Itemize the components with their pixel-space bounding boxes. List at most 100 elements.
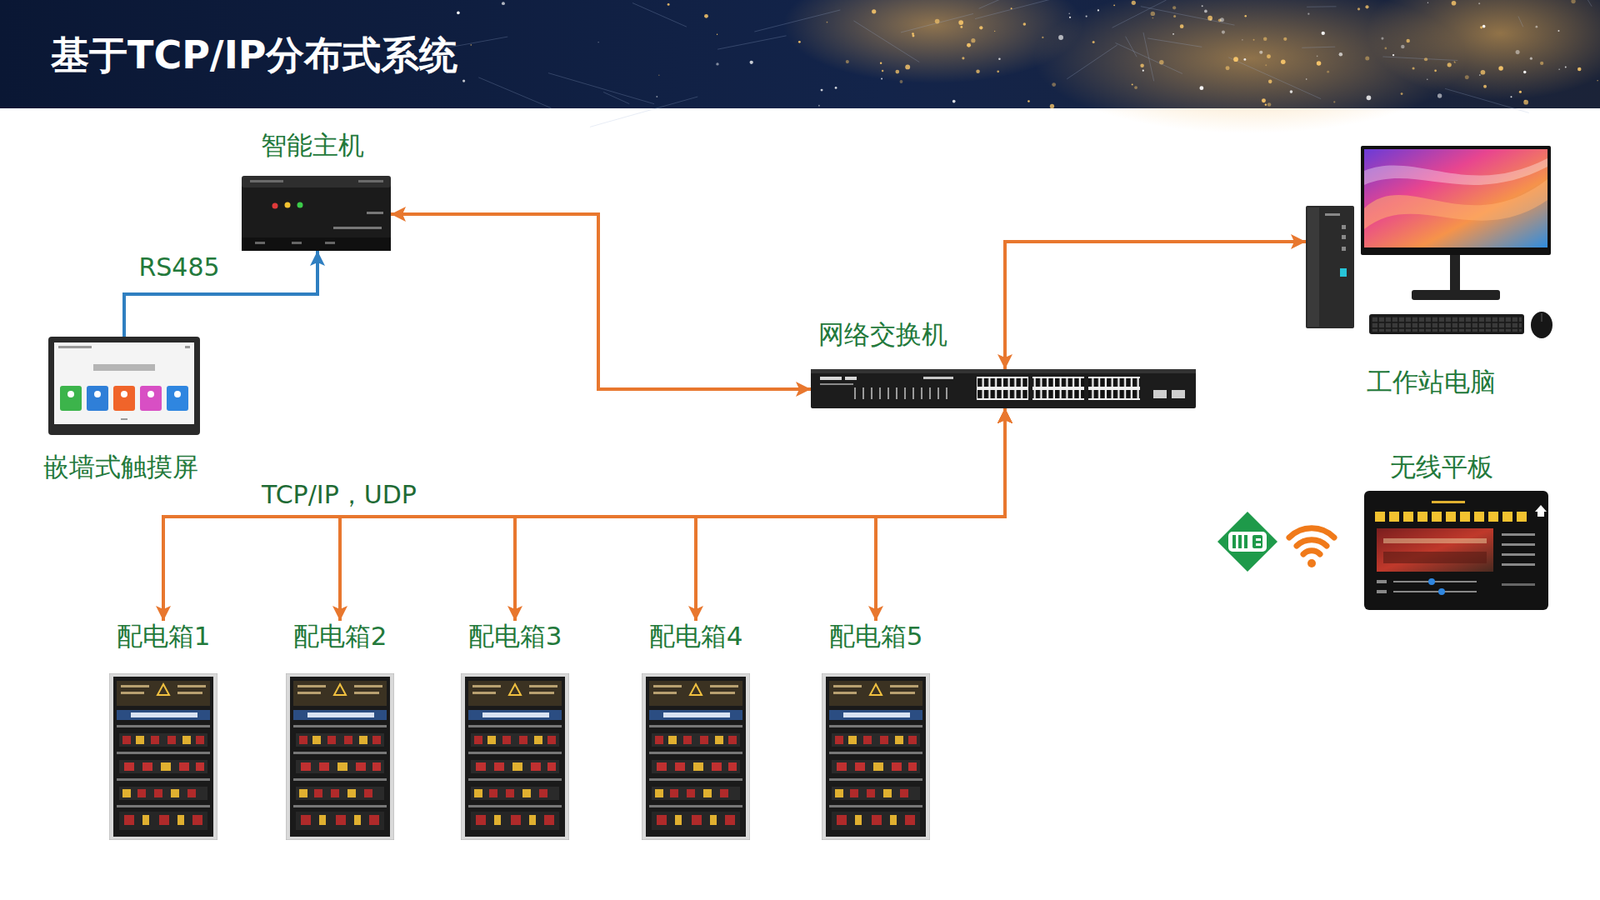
wireless-tablet-device-part-part	[1417, 511, 1428, 522]
banner-star	[1263, 36, 1267, 40]
network-switch-device-part-part	[854, 387, 856, 400]
connector-arrow	[124, 250, 318, 337]
banner-line	[1518, 16, 1524, 28]
banner-star	[935, 19, 940, 25]
banner-star	[597, 41, 599, 43]
banner-star	[1498, 65, 1504, 71]
workstation: 工作站电脑	[1305, 145, 1551, 337]
network-switch-device-part	[845, 376, 857, 380]
banner-line	[632, 3, 687, 28]
banner-star	[704, 14, 709, 19]
touch-screen-device-part	[185, 345, 190, 349]
wireless-tablet-device-part-part	[1474, 511, 1485, 522]
banner-star	[1540, 61, 1544, 65]
distribution-cabinets-part	[641, 673, 750, 840]
banner-star	[996, 70, 1000, 73]
wifi-logo-part	[1252, 535, 1263, 549]
banner-star	[1172, 5, 1176, 10]
wireless-tablet-device-part	[1383, 538, 1487, 544]
banner-line	[717, 35, 786, 50]
banner-star	[1243, 58, 1246, 61]
banner-star	[1233, 56, 1239, 62]
wifi-logo-part	[1255, 543, 1261, 546]
banner-line	[975, 0, 1057, 20]
smart-host-device-part	[285, 202, 291, 209]
node-label: 配电箱2	[293, 620, 388, 651]
connector-arrow	[390, 214, 811, 390]
banner-star	[1384, 47, 1387, 50]
banner-star	[1480, 25, 1483, 29]
banner-star	[905, 64, 910, 70]
node-label: 网络交换机	[818, 319, 948, 350]
smart-host-device-part	[272, 203, 279, 210]
network-switch-device	[810, 369, 1196, 409]
banner-star	[979, 25, 983, 30]
banner-star	[1454, 61, 1455, 63]
node-label: 智能主机	[260, 130, 365, 160]
workstation-computer-part	[1341, 235, 1346, 240]
workstation-computer-part	[1364, 158, 1548, 185]
network-switch: 网络交换机	[810, 369, 1196, 409]
workstation-computer-part	[1341, 246, 1346, 251]
smart-host-device-part	[297, 202, 304, 209]
wireless-tablet-device-part	[1501, 583, 1535, 586]
network-switch-device-part-part	[920, 387, 923, 400]
banner-line	[1228, 57, 1321, 100]
banner-star	[1321, 31, 1325, 35]
wifi-logo-part	[1228, 531, 1267, 552]
network-switch-device-part	[1153, 390, 1167, 399]
connector-arrow	[340, 408, 1005, 621]
distribution-cabinets	[109, 673, 930, 840]
banner-line	[900, 13, 974, 32]
banner-star	[1524, 100, 1526, 102]
banner-star	[1482, 25, 1486, 29]
banner-star	[750, 60, 754, 65]
banner-star	[958, 20, 964, 25]
banner-star	[1241, 39, 1243, 40]
wireless-tablet-device-part	[1383, 551, 1487, 564]
connector-arrow	[1005, 241, 1306, 370]
touch-screen-device-part	[166, 385, 189, 411]
workstation-computer-part	[1450, 255, 1460, 292]
banner-star	[1596, 80, 1598, 81]
wireless-tablet-device-part	[1393, 590, 1477, 593]
banner-star	[1426, 78, 1428, 80]
banner-star	[1068, 13, 1070, 15]
banner-star	[1570, 0, 1575, 4]
distribution-cabinets-part	[460, 673, 570, 840]
banner-star	[1447, 62, 1452, 67]
network-switch-device-part	[976, 376, 1029, 400]
network-switch-device-part	[923, 376, 954, 380]
banner-star	[1480, 70, 1486, 75]
workstation-computer-part	[1341, 225, 1346, 230]
banner-line	[590, 96, 698, 127]
banner-star	[798, 40, 801, 44]
touch-screen-device-part	[54, 342, 195, 425]
wifi-signal-symbol-part	[1307, 559, 1316, 568]
banner-star	[658, 74, 660, 76]
banner-star	[1565, 66, 1567, 69]
network-switch-device-part-part	[912, 387, 915, 400]
wireless-tablet-device-part	[1375, 511, 1527, 522]
banner-star	[1483, 85, 1487, 89]
banner-star	[952, 100, 956, 104]
banner-line	[1301, 46, 1335, 48]
banner-star	[960, 25, 963, 29]
banner-line	[1125, 36, 1138, 58]
banner-star	[1051, 82, 1056, 87]
wifi-signal-symbol-part	[1303, 550, 1320, 555]
network-switch-device-part	[820, 376, 842, 380]
network-switch-device-part-part	[887, 387, 890, 400]
smart-host-device-part	[358, 180, 384, 183]
touch-screen-device	[48, 336, 200, 435]
wifi-logo-part	[1244, 535, 1248, 549]
banner-line	[478, 77, 551, 109]
banner-line	[603, 92, 630, 105]
node-label: 工作站电脑	[1366, 366, 1496, 397]
wireless-tablet-device-part-part	[1516, 511, 1527, 522]
wireless-tablet-device-part-part	[1460, 511, 1470, 522]
banner-star	[1221, 30, 1225, 35]
banner-star	[1023, 22, 1027, 26]
